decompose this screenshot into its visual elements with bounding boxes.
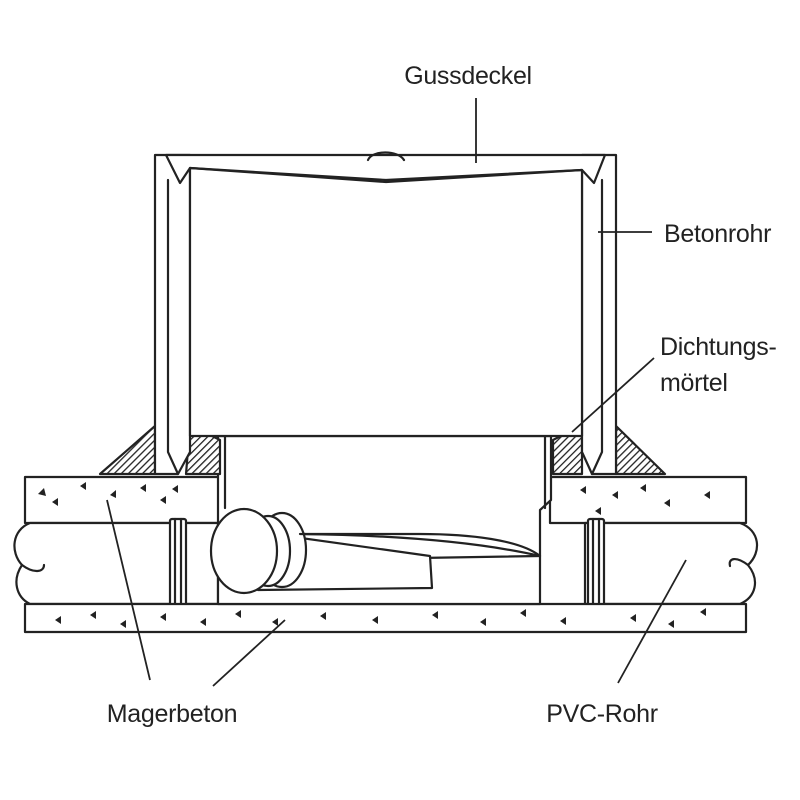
gussdeckel-cover bbox=[164, 151, 607, 438]
leader-dichtungsmoertel bbox=[571, 357, 655, 433]
leader-magerbeton-1 bbox=[106, 499, 151, 681]
magerbeton-slab-top-left bbox=[23, 475, 223, 525]
label-magerbeton: Magerbeton bbox=[107, 700, 237, 728]
label-pvc-rohr: PVC-Rohr bbox=[546, 700, 658, 728]
leader-magerbeton-2 bbox=[212, 619, 286, 687]
magerbeton-slab-top-right bbox=[548, 475, 748, 525]
label-dichtungsmoertel-line1: Dichtungs- bbox=[660, 333, 777, 361]
inner-outlet-pipe bbox=[209, 507, 542, 595]
magerbeton-slab-bottom bbox=[23, 602, 748, 634]
betonrohr-concrete-ring bbox=[153, 153, 618, 476]
label-gussdeckel: Gussdeckel bbox=[404, 62, 532, 90]
pvc-pipe-right bbox=[583, 517, 758, 610]
leader-pvc-rohr bbox=[617, 559, 687, 684]
dichtungsmoertel-mortar bbox=[98, 423, 667, 476]
pvc-pipe-left bbox=[13, 517, 220, 610]
label-betonrohr: Betonrohr bbox=[664, 220, 771, 248]
label-dichtungsmoertel-line2: mörtel bbox=[660, 369, 728, 397]
leader-lines bbox=[106, 98, 687, 687]
aggregate-marks bbox=[38, 482, 710, 628]
